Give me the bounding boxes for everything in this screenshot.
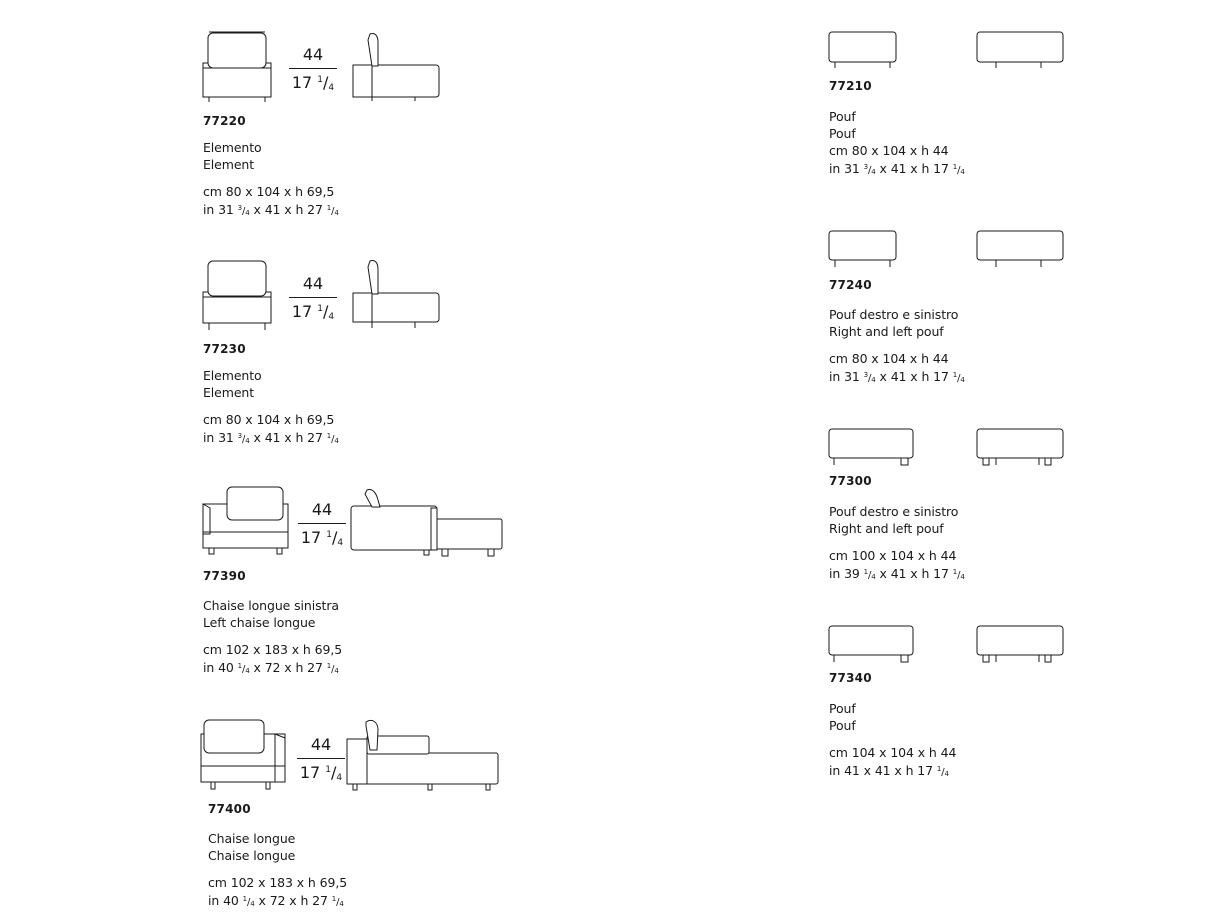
product-description: Elemento Element cm 80 x 104 x h 69,5 in… — [203, 140, 339, 217]
seat-height-label: 44 17 1/4 — [297, 735, 345, 789]
side-view-drawing — [975, 624, 1067, 666]
product-description: Chaise longue Chaise longue cm 102 x 183… — [208, 831, 348, 908]
front-view-drawing — [827, 427, 917, 469]
product-description: Elemento Element cm 80 x 104 x h 69,5 in… — [203, 368, 339, 445]
product-code: 77300 — [829, 474, 872, 488]
product-code: 77400 — [208, 802, 251, 816]
side-view-drawing — [975, 427, 1067, 469]
front-view-drawing — [200, 257, 280, 333]
side-view-drawing — [350, 30, 442, 104]
product-code: 77340 — [829, 671, 872, 685]
product-code: 77210 — [829, 79, 872, 93]
front-view-drawing — [827, 30, 899, 72]
product-code: 77390 — [203, 569, 246, 583]
seat-height-label: 44 17 1/4 — [298, 500, 346, 554]
product-code: 77230 — [203, 342, 246, 356]
product-description: Pouf destro e sinistro Right and left po… — [829, 307, 965, 384]
side-view-drawing — [350, 258, 442, 332]
seat-height-label: 44 17 1/4 — [289, 45, 337, 99]
front-view-drawing — [827, 624, 917, 666]
product-description: Chaise longue sinistra Left chaise longu… — [203, 598, 343, 675]
product-code: 77220 — [203, 114, 246, 128]
seat-height-label: 44 17 1/4 — [289, 274, 337, 328]
front-view-drawing — [827, 229, 899, 271]
side-view-drawing — [975, 30, 1067, 72]
front-view-drawing — [200, 484, 292, 558]
product-description: Pouf Pouf cm 80 x 104 x h 44 in 31 3/4 x… — [829, 109, 965, 176]
side-view-drawing — [975, 229, 1067, 271]
product-description: Pouf Pouf cm 104 x 104 x h 44 in 41 x 41… — [829, 701, 957, 778]
product-code: 77240 — [829, 278, 872, 292]
side-view-drawing — [344, 716, 502, 792]
front-view-drawing — [200, 28, 280, 104]
product-description: Pouf destro e sinistro Right and left po… — [829, 504, 965, 581]
side-view-drawing — [348, 486, 506, 558]
front-view-drawing — [198, 716, 290, 792]
